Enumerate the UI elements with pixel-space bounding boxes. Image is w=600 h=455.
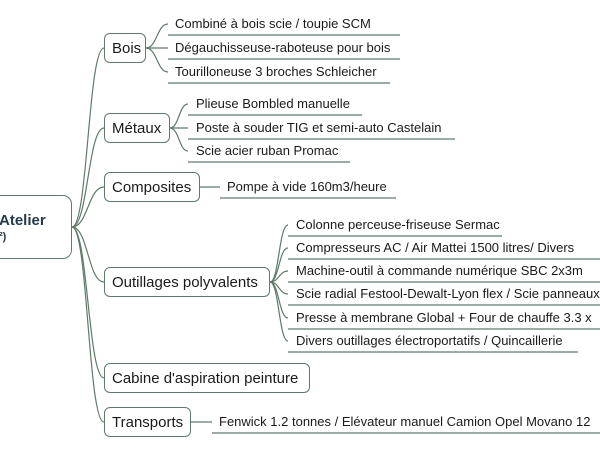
category-node-transports[interactable]: Transports xyxy=(104,407,191,437)
category-label: Transports xyxy=(112,413,184,431)
leaf-item-outillages-4[interactable]: Scie radial Festool-Dewalt-Lyon flex / S… xyxy=(296,286,600,301)
link-root-transports xyxy=(71,226,105,423)
leaf-item-metaux-3[interactable]: Scie acier ruban Promac xyxy=(196,143,339,158)
leaf-item-outillages-6[interactable]: Divers outillages électroportatifs / Qui… xyxy=(296,333,563,348)
leaf-item-outillages-5[interactable]: Presse à membrane Global + Four de chauf… xyxy=(296,310,592,325)
leaf-item-bois-1[interactable]: Combiné à bois scie / toupie SCM xyxy=(175,16,371,31)
link-root-outillages xyxy=(71,226,105,283)
leaf-item-bois-2[interactable]: Dégauchisseuse-raboteuse pour bois xyxy=(175,40,391,55)
category-node-metaux[interactable]: Métaux xyxy=(104,113,170,143)
leaf-item-metaux-1[interactable]: Plieuse Bombled manuelle xyxy=(196,96,350,111)
leaf-item-composites-1[interactable]: Pompe à vide 160m3/heure xyxy=(227,179,387,194)
category-label: Outillages polyvalents xyxy=(112,273,258,291)
category-node-cabine-aspiration-peinture[interactable]: Cabine d'aspiration peinture xyxy=(104,363,310,393)
root-title: Atelier xyxy=(0,211,46,229)
link-root-metaux xyxy=(71,127,105,228)
category-label: Métaux xyxy=(112,119,162,137)
root-subtitle: ²) xyxy=(0,230,7,243)
category-node-composites[interactable]: Composites xyxy=(104,172,200,202)
link-root-bois xyxy=(71,47,105,228)
category-node-outillages-polyvalents[interactable]: Outillages polyvalents xyxy=(104,267,270,297)
leaf-item-bois-3[interactable]: Tourilloneuse 3 broches Schleicher xyxy=(175,64,377,79)
root-node-atelier[interactable]: Atelier ²) xyxy=(0,195,72,259)
link-root-composites xyxy=(71,186,105,228)
leaf-item-metaux-2[interactable]: Poste à souder TIG et semi-auto Castelai… xyxy=(196,120,442,135)
category-label: Composites xyxy=(112,178,192,196)
link-root-cabine xyxy=(71,226,105,379)
category-node-bois[interactable]: Bois xyxy=(104,33,146,63)
category-label: Bois xyxy=(112,39,142,57)
leaf-item-transports-1[interactable]: Fenwick 1.2 tonnes / Elévateur manuel Ca… xyxy=(219,414,591,429)
category-label: Cabine d'aspiration peinture xyxy=(112,369,299,387)
leaf-item-outillages-1[interactable]: Colonne perceuse-friseuse Sermac xyxy=(296,217,500,232)
leaf-item-outillages-2[interactable]: Compresseurs AC / Air Mattei 1500 litres… xyxy=(296,240,575,255)
leaf-item-outillages-3[interactable]: Machine-outil à commande numérique SBC 2… xyxy=(296,263,583,278)
